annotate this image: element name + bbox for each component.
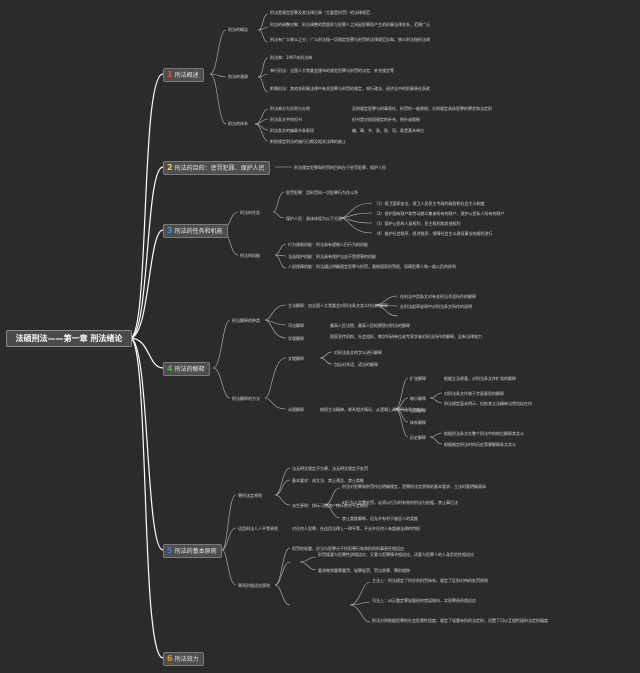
topic-label: 刑法效力	[174, 656, 199, 663]
concept-note: 刑法是规定犯罪及其法律后果（主要是刑罚）的法律规范	[270, 10, 370, 15]
logical-note: 刑法规定虽未明示，但依其立法精神当然包括在内	[444, 401, 532, 406]
logical-item: 当然解释	[410, 408, 426, 413]
task-item: （2）保护国有财产和劳动群众集体所有的财产，保护公民私人所有的财产	[374, 211, 505, 216]
topic-number: 4	[167, 364, 173, 373]
logical-note: 对刑法条文作狭于字面意思的解释	[444, 391, 504, 396]
source-note: 单行刑法：全国人大常委会颁布的规定犯罪与刑罚的决定、补充规定等	[270, 68, 394, 73]
logical-item: 历史解释	[410, 435, 426, 440]
logical-item: 缩小解释	[410, 396, 426, 401]
proportion-detail: 立法上：刑法规定了科学的刑罚体系，规定了区别对待的处罚原则	[372, 578, 488, 583]
subtopic-legality[interactable]: 罪刑法定原则	[238, 493, 262, 498]
academic-note: 国家宣传机构、社会组织、教学科研单位或专家学者对刑法所作的解释，没有法律效力	[330, 334, 482, 339]
system-note: 但书是对前段规定的补充、例外或限制	[352, 117, 420, 122]
topic-label: 刑法的基本原则	[174, 548, 217, 555]
function-note: 人权保障机能：刑法通过明确规定犯罪与刑罚，限制国家刑罚权，保障犯罪人和一般公民的…	[288, 264, 456, 269]
purpose-note: 刑法规定犯罪和刑罚的目的在于惩罚犯罪，保护人民	[294, 165, 386, 170]
literal-note: 包括对术语、语法的解释	[334, 362, 378, 367]
system-item: 刑法条文中的但书	[270, 117, 302, 122]
literal-note: 对刑法条文的字义进行解释	[334, 350, 382, 355]
subtopic-concept[interactable]: 刑法的概念	[228, 27, 248, 32]
topic-number: 6	[167, 654, 173, 663]
topic-number: 3	[167, 226, 173, 235]
kind-legislative: 立法解释：由全国人大常委会对刑法条文含义作出的解释	[288, 303, 388, 308]
legality-note: 基本要求：成文法、禁止溯及、禁止类推	[292, 478, 364, 483]
system-note: 附则规定刑法的施行日期及相关法律的废止	[270, 139, 346, 144]
logical-note: 依据刑法条文在整个刑法中的地位解释其含义	[444, 431, 524, 436]
task-item: （3）保护公民的人身权利、民主权利和其他权利	[374, 221, 461, 226]
proportion-detail: 刑法分则根据犯罪的社会危害性程度，规定了轻重有别的法定刑，设置了可以互相衔接的法…	[372, 618, 548, 623]
source-note: 附属刑法：其他非刑事法律中有关犯罪与刑罚的规定，如行政法、经济法中的刑事责任条款	[270, 86, 430, 91]
kind-academic: 学理解释	[288, 336, 304, 341]
proportion-detail: 司法上：纠正重定罪轻量刑的错误倾向，实现罪责刑相适应	[372, 598, 476, 603]
legality-detail: 禁止类推解释，但允许有利于被告人的类推	[342, 516, 418, 521]
topic-label: 刑法的任务和机能	[174, 228, 223, 235]
function-note: 法益保护机能：刑法具有保护法益不受侵害的机能	[288, 254, 376, 259]
subtopic-proportion[interactable]: 罪责刑相适应原则	[238, 583, 270, 588]
subtopic-methods[interactable]: 刑法解释的方法	[232, 396, 260, 401]
logical-note: 根据制定刑法时的历史背景解释条文含义	[444, 442, 516, 447]
legality-note: 派生原则：排斥习惯法、排斥绝对不定期刑	[292, 503, 368, 508]
proportion-note: 刑罚的轻重，应当与犯罪分子所犯罪行和承担的刑事责任相适应	[292, 546, 404, 551]
legislative-item: 在刑法起草说明中对刑法条文所作的说明	[400, 304, 472, 309]
system-item: 刑法条文的编章节条款项	[270, 128, 314, 133]
topic-number: 2	[167, 163, 173, 172]
topic-number: 5	[167, 546, 173, 555]
topic-label: 刑法概述	[174, 72, 199, 79]
method-logical: 论理解释	[288, 407, 304, 412]
system-note: 总则规定犯罪与刑事责任、刑罚的一般原则；分则规定具体犯罪的罪状和法定刑	[352, 106, 492, 111]
subtopic-source[interactable]: 刑法的渊源	[228, 74, 248, 79]
concept-note: 刑法有广义狭义之分：广义刑法指一切规定犯罪与刑罚的法律规范总和，狭义刑法指刑法典	[270, 37, 430, 42]
task-item: （1）保卫国家安全，保卫人民民主专政的政权和社会主义制度	[374, 201, 485, 206]
subtopic-function[interactable]: 刑法的机能	[240, 253, 260, 258]
proportion-note: 要求做到重罪重罚、轻罪轻罚、罚当其罪、罪刑相称	[318, 568, 410, 573]
proportion-note: 刑罚既要与犯罪性质相适应，又要与犯罪情节相适应，还要与犯罪人的人身危险性相适应	[318, 552, 474, 557]
legality-detail: 对行为人定罪处罚，必须以行为时有效的刑法为依据，禁止事后法	[342, 500, 458, 505]
concept-note: 刑法的调整对象：刑法调整的是国家与犯罪人之间因犯罪而产生的刑事法律关系，范围广泛	[270, 22, 430, 27]
task-item: （4）维护社会秩序、经济秩序，保障社会主义建设事业的顺利进行	[374, 231, 493, 236]
task-note: 保护人民：具体体现为以下方面	[286, 216, 342, 221]
equality-note: 对任何人犯罪，在适用法律上一律平等，不允许任何人有超越法律的特权	[292, 526, 420, 531]
topic-number: 1	[167, 70, 173, 79]
logical-item: 扩张解释	[410, 376, 426, 381]
logical-item: 体系解释	[410, 420, 426, 425]
source-note: 刑法典：1997年刑法典	[270, 55, 313, 60]
legality-detail: 刑法对犯罪和刑罚作出明确规定，是罪刑法定原则的基本要求，立法时要明确具体	[342, 484, 486, 489]
system-item: 刑法典分为总则与分则	[270, 106, 310, 111]
root-topic[interactable]: 法硕刑法——第一章 刑法绪论	[6, 330, 132, 347]
subtopic-task[interactable]: 刑法的任务	[240, 210, 260, 215]
method-literal: 文理解释	[288, 356, 304, 361]
system-note: 编、章、节、条、款、项，条是基本单位	[352, 128, 424, 133]
task-note: 惩罚犯罪：用刑罚同一切犯罪行为作斗争	[286, 190, 358, 195]
legislative-item: 在刑法中用条文对有关刑法术语所作的解释	[400, 294, 476, 299]
topic-label: 刑法的解释	[174, 366, 205, 373]
logical-note: 根据立法原意，对刑法条文作扩张的解释	[444, 376, 516, 381]
judicial-note: 最高人民法院、最高人民检察院对刑法的解释	[330, 323, 410, 328]
subtopic-equality[interactable]: 适用刑法人人平等原则	[238, 526, 278, 531]
function-note: 行为规制机能：刑法具有规制人们行为的机能	[288, 242, 368, 247]
kind-judicial: 司法解释	[288, 323, 304, 328]
logical-note: 按照立法精神，联系相关情况，从逻辑上阐明刑法条文含义	[320, 407, 424, 412]
legality-note: 法无明文规定不为罪，法无明文规定不处罚	[292, 466, 368, 471]
topic-label: 刑法的目的：惩罚犯罪、保护人民	[174, 165, 265, 172]
subtopic-system[interactable]: 刑法的体系	[228, 121, 248, 126]
subtopic-kinds[interactable]: 刑法解释的种类	[232, 318, 260, 323]
